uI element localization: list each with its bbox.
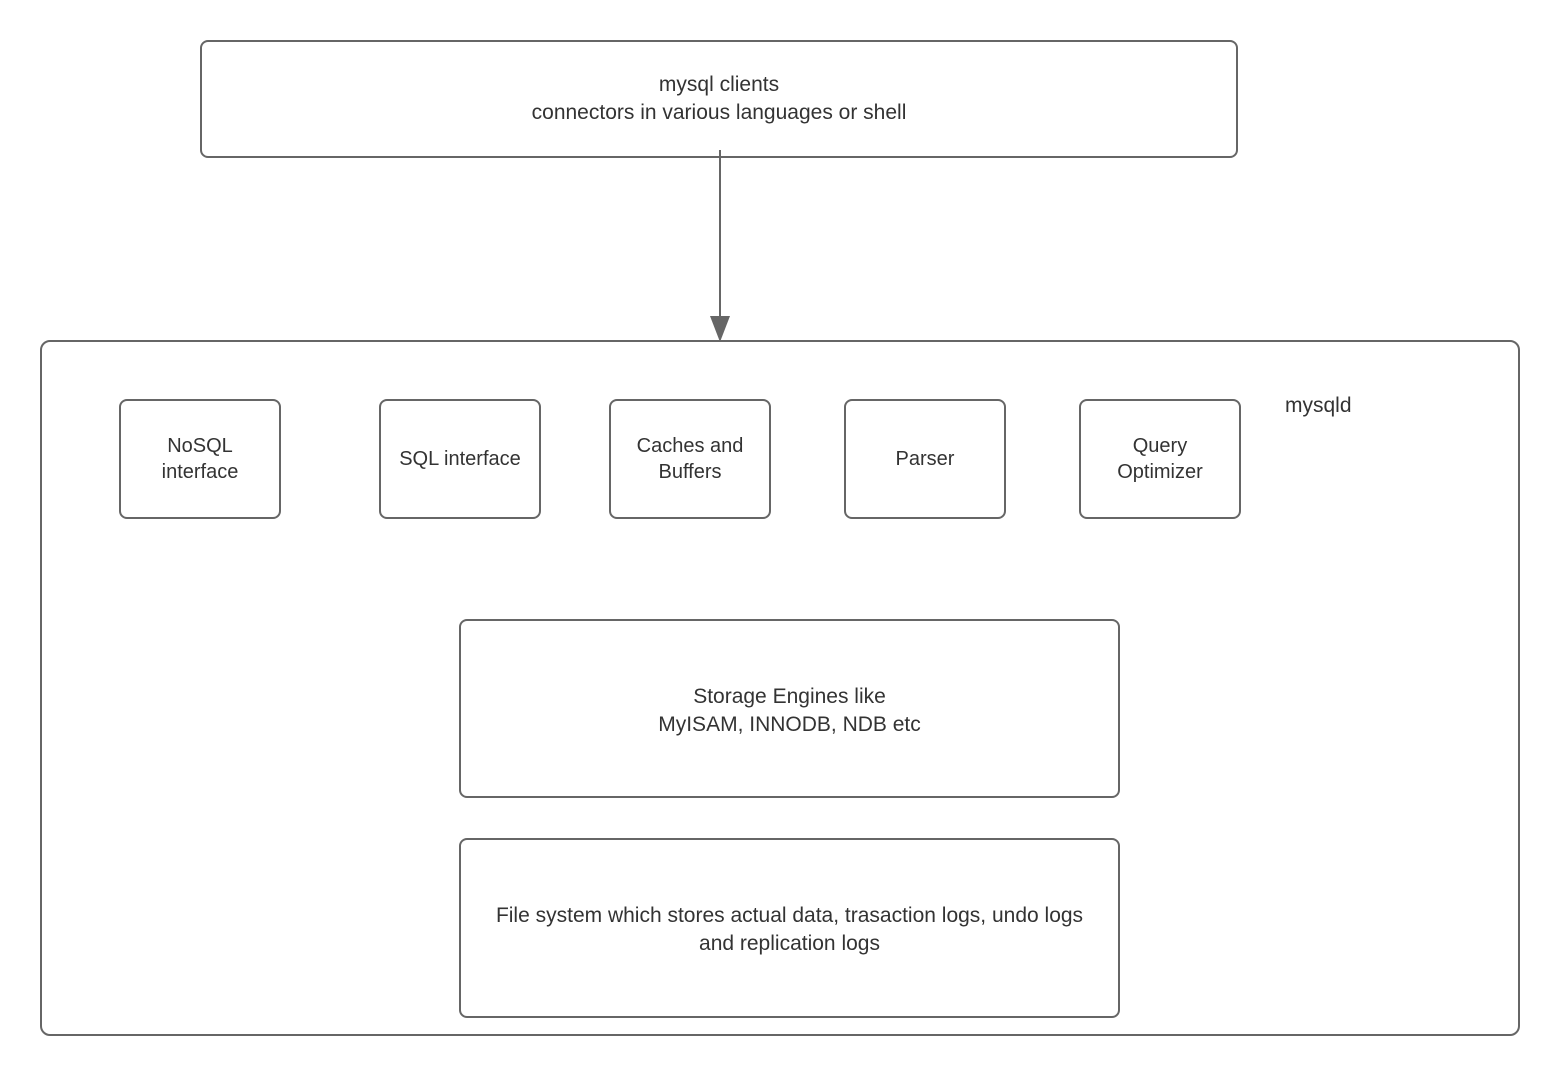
clients-to-mysqld-arrow: [710, 150, 730, 342]
component-nosql-interface[interactable]: NoSQL interface: [119, 399, 281, 519]
storage-engines-box[interactable]: Storage Engines like MyISAM, INNODB, NDB…: [459, 619, 1120, 798]
component-label: Query Optimizer: [1117, 434, 1203, 483]
component-label: Parser: [895, 447, 955, 470]
file-system-label: File system which stores actual data, tr…: [495, 904, 1084, 955]
component-label: NoSQL interface: [161, 434, 239, 483]
component-caches-and-buffers[interactable]: Caches and Buffers: [609, 399, 771, 519]
mysql-clients-box[interactable]: mysql clients connectors in various lang…: [200, 40, 1238, 158]
mysqld-label: mysqld: [1285, 394, 1352, 417]
arrow-head-icon: [710, 316, 730, 342]
component-query-optimizer[interactable]: Query Optimizer: [1079, 399, 1241, 519]
component-parser[interactable]: Parser: [844, 399, 1006, 519]
component-label: SQL interface: [399, 447, 521, 470]
mysql-clients-label: mysql clients connectors in various lang…: [531, 73, 907, 124]
storage-engines-label: Storage Engines like MyISAM, INNODB, NDB…: [658, 685, 921, 736]
component-label: Caches and Buffers: [636, 434, 744, 483]
component-sql-interface[interactable]: SQL interface: [379, 399, 541, 519]
file-system-box[interactable]: File system which stores actual data, tr…: [459, 838, 1120, 1018]
